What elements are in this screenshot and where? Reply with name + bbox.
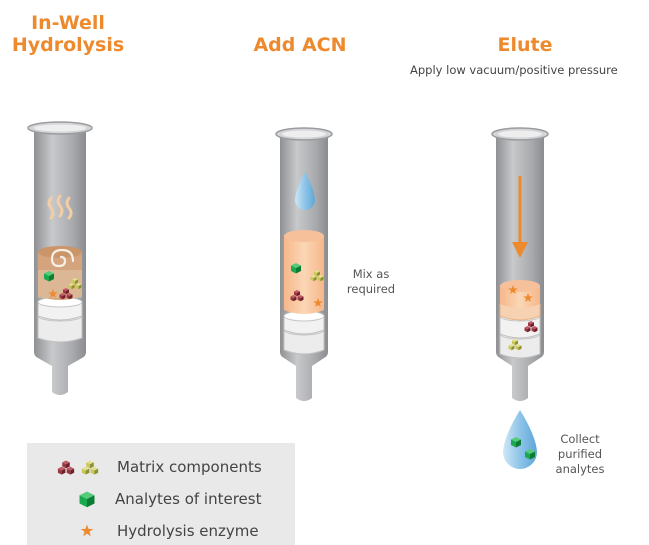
legend-item-matrix: Matrix components: [57, 457, 262, 477]
legend-label-matrix: Matrix components: [117, 458, 262, 476]
collect-note: Collect purified analytes: [555, 432, 605, 476]
step-3-title: Elute: [497, 34, 553, 56]
legend-item-enzyme: Hydrolysis enzyme: [79, 522, 259, 540]
legend-label-enzyme: Hydrolysis enzyme: [117, 522, 259, 540]
green-cube-icon: [79, 491, 95, 508]
down-arrow-icon: [512, 176, 528, 258]
legend: Matrix components Analytes of interest H…: [27, 443, 295, 545]
step-2-title: Add ACN: [253, 34, 347, 56]
step-1-title: In-Well Hydrolysis: [11, 12, 125, 56]
tube-2: [275, 127, 333, 401]
legend-item-analytes: Analytes of interest: [77, 489, 261, 509]
tube-1: [27, 121, 93, 395]
step-3-subtitle: Apply low vacuum/positive pressure: [410, 63, 618, 77]
mix-note: Mix as required: [346, 267, 396, 296]
collected-drop-icon: [503, 410, 537, 469]
orange-star-icon: [80, 524, 94, 537]
legend-label-analytes: Analytes of interest: [115, 490, 262, 508]
tube-3: [491, 127, 549, 469]
solvent-drop-icon: [295, 172, 315, 210]
matrix-cubes-icon: [57, 460, 99, 475]
